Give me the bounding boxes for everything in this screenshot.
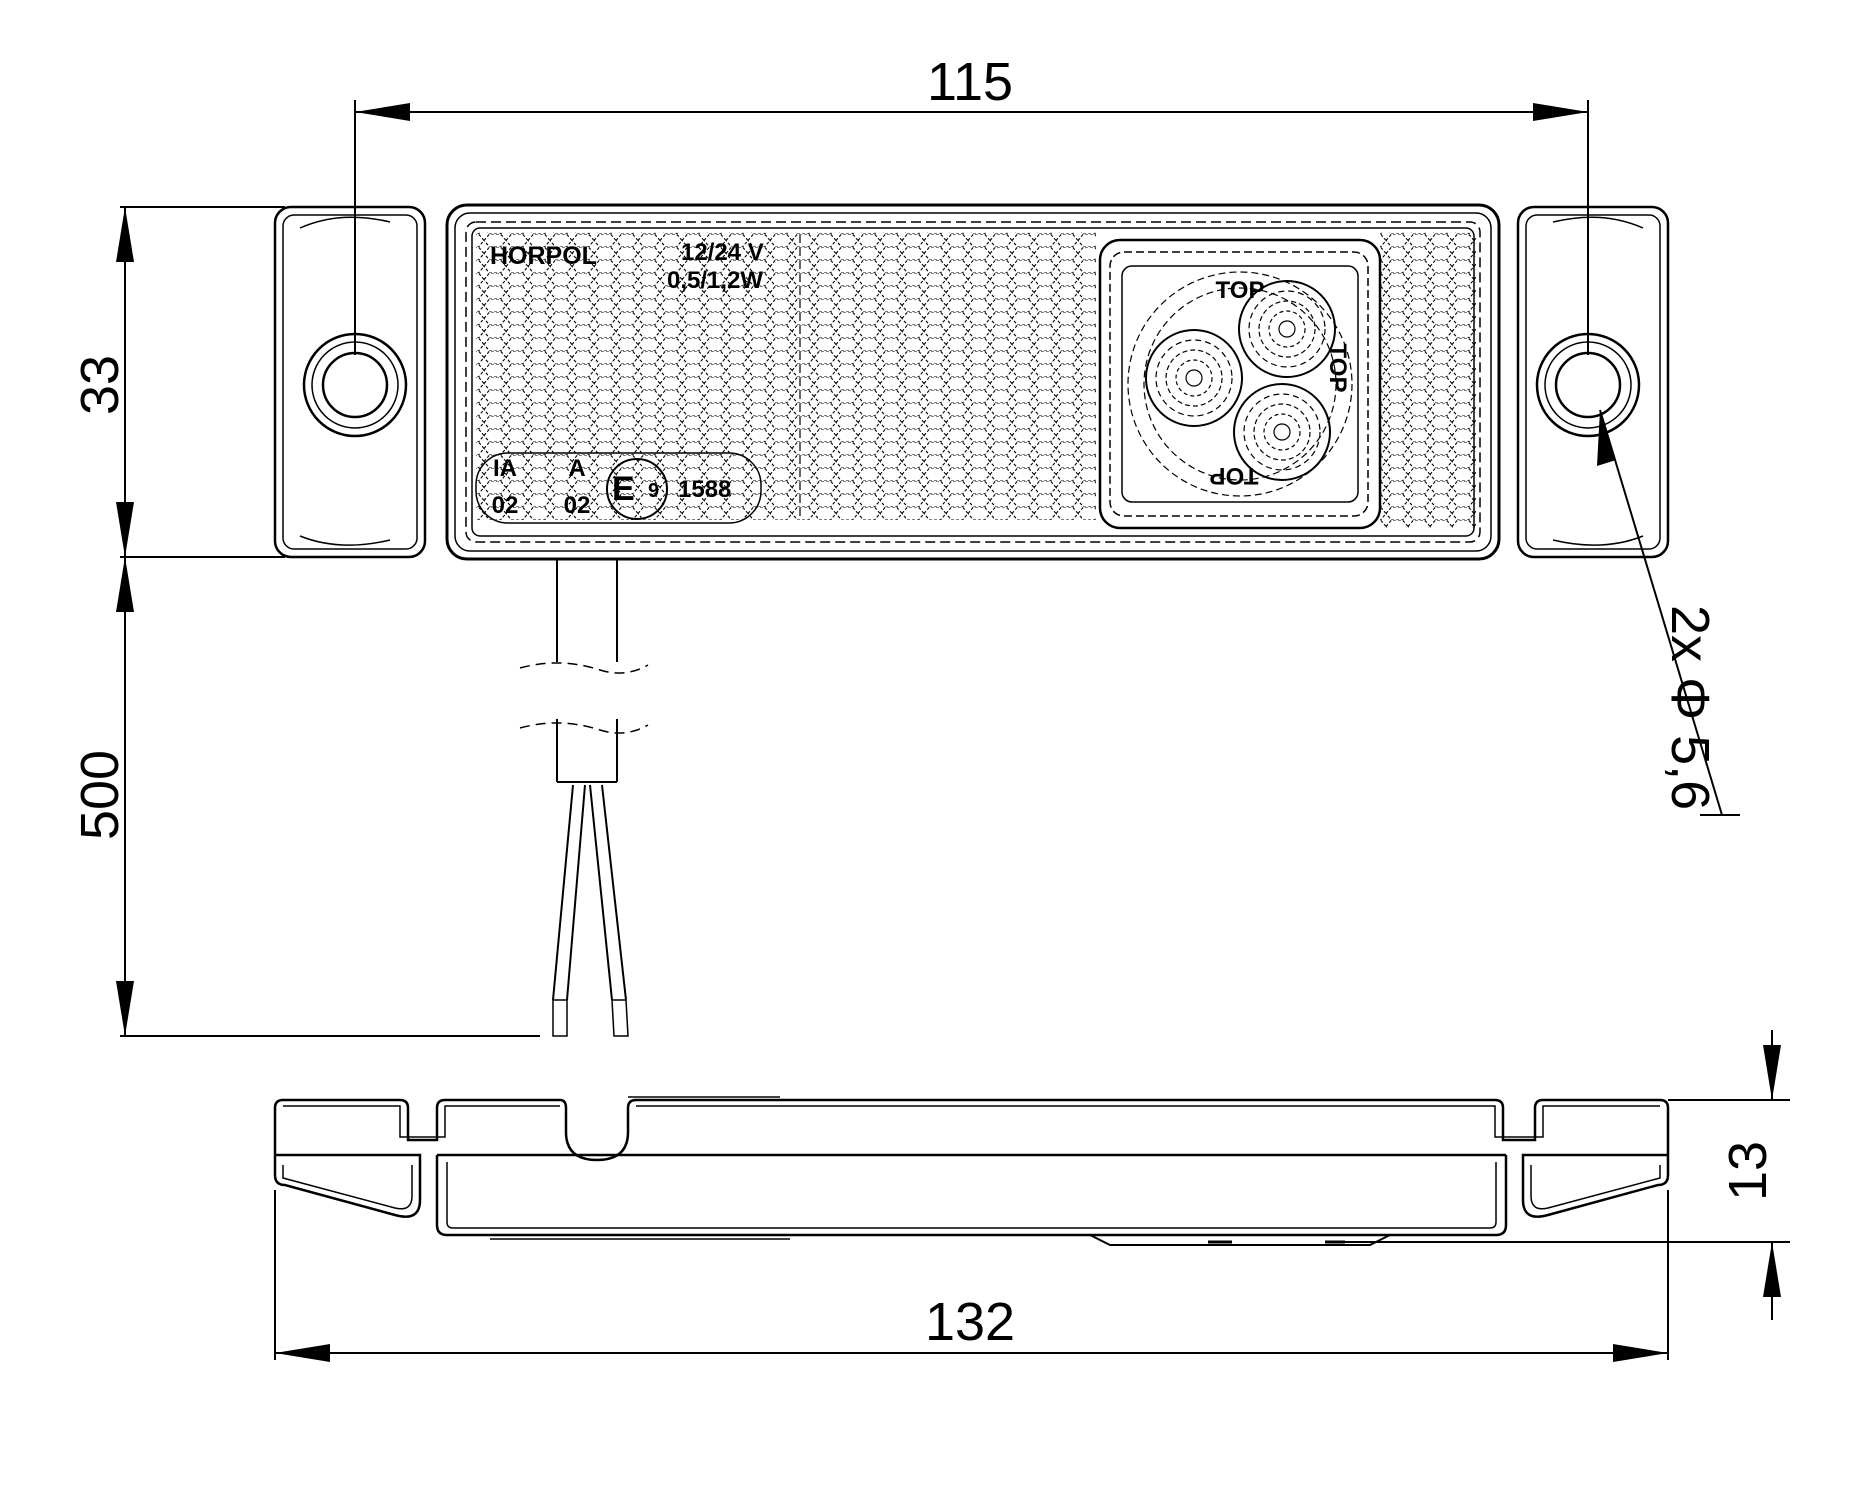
dimension-height: 33 bbox=[70, 206, 285, 558]
dimension-overall-width: 132 bbox=[274, 1190, 1669, 1362]
dimension-height-label: 33 bbox=[70, 355, 130, 415]
right-mounting-hole bbox=[1554, 351, 1622, 419]
reflector-lens-right bbox=[1380, 232, 1476, 528]
approval-e-number: 9 bbox=[648, 480, 659, 502]
top-mark-lower: TOP bbox=[1210, 462, 1259, 489]
approval-code-label: 1588 bbox=[678, 476, 731, 503]
led-top bbox=[1238, 280, 1336, 378]
class-a-code: 02 bbox=[564, 492, 591, 519]
voltage-label: 12/24 V bbox=[681, 239, 764, 266]
approval-e-mark: E bbox=[612, 470, 635, 508]
dimension-side-height: 13 bbox=[1345, 1030, 1790, 1320]
class-ia-label: IA bbox=[493, 455, 517, 482]
dimension-top-width: 115 bbox=[354, 52, 1589, 355]
led-bottom bbox=[1233, 383, 1331, 481]
right-mounting-ear bbox=[1516, 205, 1670, 559]
dimension-top-width-label: 115 bbox=[927, 52, 1013, 112]
hole-callout-label: 2x Φ 5,6 bbox=[1660, 605, 1720, 810]
approval-marking: IA 02 A 02 E 9 1588 bbox=[475, 452, 762, 524]
dimension-cable-length-label: 500 bbox=[70, 750, 130, 840]
class-a-label: A bbox=[568, 455, 585, 482]
side-view bbox=[273, 1096, 1670, 1246]
left-mounting-hole bbox=[321, 351, 389, 419]
led-window bbox=[1098, 238, 1382, 530]
power-label: 0,5/1,2W bbox=[667, 267, 763, 294]
left-mounting-ear bbox=[273, 205, 427, 559]
top-mark-side: TOP bbox=[1324, 344, 1351, 393]
reflector-lens bbox=[476, 232, 1096, 520]
dimension-side-height-label: 13 bbox=[1718, 1141, 1778, 1201]
led-left bbox=[1145, 329, 1243, 427]
dimension-cable-length: 500 bbox=[70, 557, 540, 1037]
hole-callout: 2x Φ 5,6 bbox=[1597, 409, 1740, 816]
brand-label: HORPOL bbox=[490, 242, 597, 270]
cable bbox=[519, 559, 649, 1037]
class-ia-code: 02 bbox=[492, 492, 519, 519]
top-mark-upper: TOP bbox=[1216, 277, 1265, 304]
lamp-body bbox=[445, 203, 1501, 561]
dimension-overall-width-label: 132 bbox=[925, 1292, 1015, 1352]
